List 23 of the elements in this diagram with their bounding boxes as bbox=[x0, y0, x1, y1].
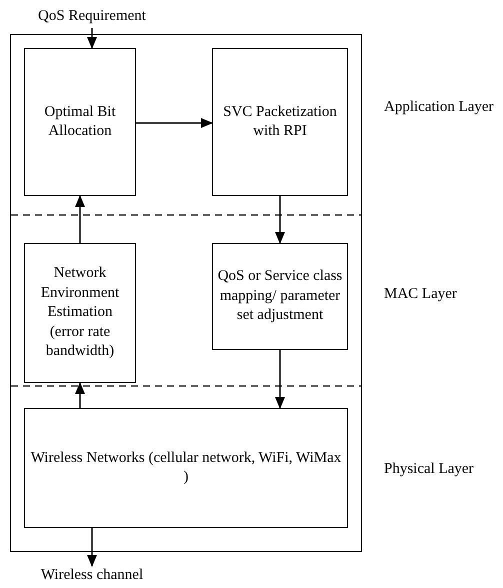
layer-label: MAC Layer bbox=[384, 285, 457, 304]
process-box bbox=[24, 48, 136, 196]
arrow bbox=[75, 195, 85, 243]
outer-frame bbox=[10, 34, 362, 552]
process-box bbox=[212, 48, 348, 196]
box-text: Wireless Networks (cellular network, WiFi, WiMax ) bbox=[30, 448, 342, 487]
box-text: QoS or Service class mapping/ parameter set adjustment bbox=[216, 267, 344, 326]
layer-label: Physical Layer bbox=[384, 460, 474, 479]
arrow bbox=[275, 196, 285, 244]
node-label: QoS Requirement bbox=[22, 6, 162, 28]
node-label: Wireless channel bbox=[22, 566, 162, 586]
layer-label: Application Layer bbox=[384, 98, 494, 117]
box-text: Optimal Bit Allocation bbox=[43, 102, 117, 141]
arrow bbox=[75, 382, 85, 408]
process-box bbox=[24, 408, 348, 528]
box-text: Network Environment Estimation (error rate bandwidth) bbox=[40, 264, 120, 362]
process-box bbox=[24, 243, 136, 383]
arrow bbox=[275, 350, 285, 409]
arrow bbox=[136, 118, 213, 128]
box-text: SVC Packetization with RPI bbox=[222, 102, 338, 141]
arrow bbox=[87, 528, 97, 567]
arrow bbox=[87, 28, 97, 49]
process-box bbox=[212, 243, 348, 350]
